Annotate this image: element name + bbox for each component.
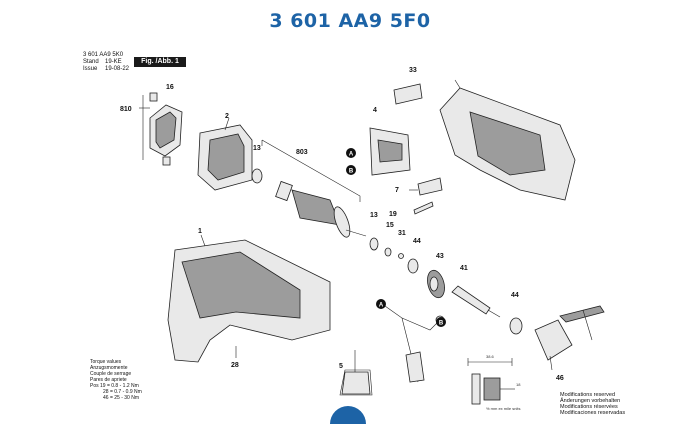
armature [261, 139, 367, 238]
part-number-13b: 13 [370, 212, 378, 219]
part-number-28: 28 [231, 362, 239, 369]
part-number-803: 803 [296, 149, 308, 156]
doc-code: 3 601 AA9 5K0 [83, 52, 124, 58]
brush-holder-assembly [139, 92, 183, 166]
part-number-1: 1 [198, 228, 202, 235]
callout-a-top: A [346, 148, 356, 158]
bearing-44 [407, 258, 419, 274]
callout-b-bottom: B [436, 317, 446, 327]
chuck-46 [534, 305, 605, 371]
stand-label: Stand [83, 59, 99, 65]
part-number-43: 43 [436, 253, 444, 260]
torque-line: Torque values [90, 359, 122, 365]
bearing-44b [509, 317, 523, 335]
torque-line: 46 = 25 - 30 Nm [103, 395, 139, 401]
part-number-44: 44 [413, 238, 421, 245]
part-number-16: 16 [166, 84, 174, 91]
modifications-line: Modificaciones reservadas [560, 410, 626, 416]
dimension-right-label: 18 [516, 382, 521, 387]
document-meta: 3 601 AA9 5K0 Stand 19-KE Issue 19-08-22 [83, 52, 129, 73]
lead-wires [384, 305, 445, 383]
part-number-44b: 44 [511, 292, 519, 299]
part-number-5: 5 [339, 363, 343, 370]
issue-value: 19-08-22 [105, 66, 130, 72]
svg-text:B: B [439, 321, 444, 327]
bearing-13b [369, 237, 379, 251]
torque-line: Couple de serrage [90, 371, 132, 377]
torque-line: 28 = 0.7 - 0.9 Nm [103, 389, 142, 395]
housing-1 [167, 234, 331, 363]
modifications-line: Modifications reserved [560, 392, 616, 398]
cable-5 [339, 350, 373, 396]
dimension-top-label: 38.6 [486, 354, 495, 359]
svg-text:A: A [349, 152, 354, 158]
switch-4 [369, 83, 423, 176]
part-number-810: 810 [120, 106, 132, 113]
modifications-line: Änderungen vorbehalten [560, 398, 621, 404]
figure-label: Fig. /Abb. 1 [134, 57, 186, 67]
part-number-31: 31 [398, 230, 406, 237]
gear-detail: 38.6 18 % mm ex mile snits [467, 354, 521, 411]
part-number-46: 46 [556, 375, 564, 382]
svg-text:A: A [379, 303, 384, 309]
svg-text:B: B [349, 169, 354, 175]
ring-31 [398, 253, 404, 259]
torque-values: Torque values Anzugsmomente Couple de se… [90, 359, 142, 401]
part-number-13: 13 [253, 145, 261, 152]
gear-43 [427, 269, 445, 299]
spindle-41 [451, 285, 501, 318]
modifications-note: Modifications reserved Änderungen vorbeh… [560, 392, 625, 416]
dimension-note: % mm ex mile snits [486, 406, 520, 411]
issue-label: Issue [83, 66, 98, 72]
part-number-7: 7 [395, 187, 399, 194]
modifications-line: Modifications réservées [560, 404, 618, 410]
part-number-2: 2 [225, 113, 229, 120]
torque-line: Pares de apriete [90, 377, 127, 383]
part-number-33: 33 [409, 67, 417, 74]
stator [197, 117, 253, 191]
part-number-19: 19 [389, 211, 397, 218]
torque-line: Anzugsmomente [90, 365, 128, 371]
part-number-4: 4 [373, 107, 377, 114]
screw-19 [413, 201, 434, 215]
part-number-41: 41 [460, 265, 468, 272]
page-title: 3 601 AA9 5F0 [269, 10, 431, 32]
torque-line: Pos 19 = 0.8 - 1.2 Nm [90, 383, 139, 389]
callout-a-bottom: A [376, 299, 386, 309]
stand-value: 19-KE [105, 59, 122, 65]
part-number-15: 15 [386, 222, 394, 229]
part-7 [409, 177, 443, 196]
page-tab-circle [330, 406, 366, 424]
bearing-13 [251, 168, 263, 184]
housing-half-right [439, 79, 576, 201]
washer-15 [384, 247, 392, 257]
callout-b-top: B [346, 165, 356, 175]
